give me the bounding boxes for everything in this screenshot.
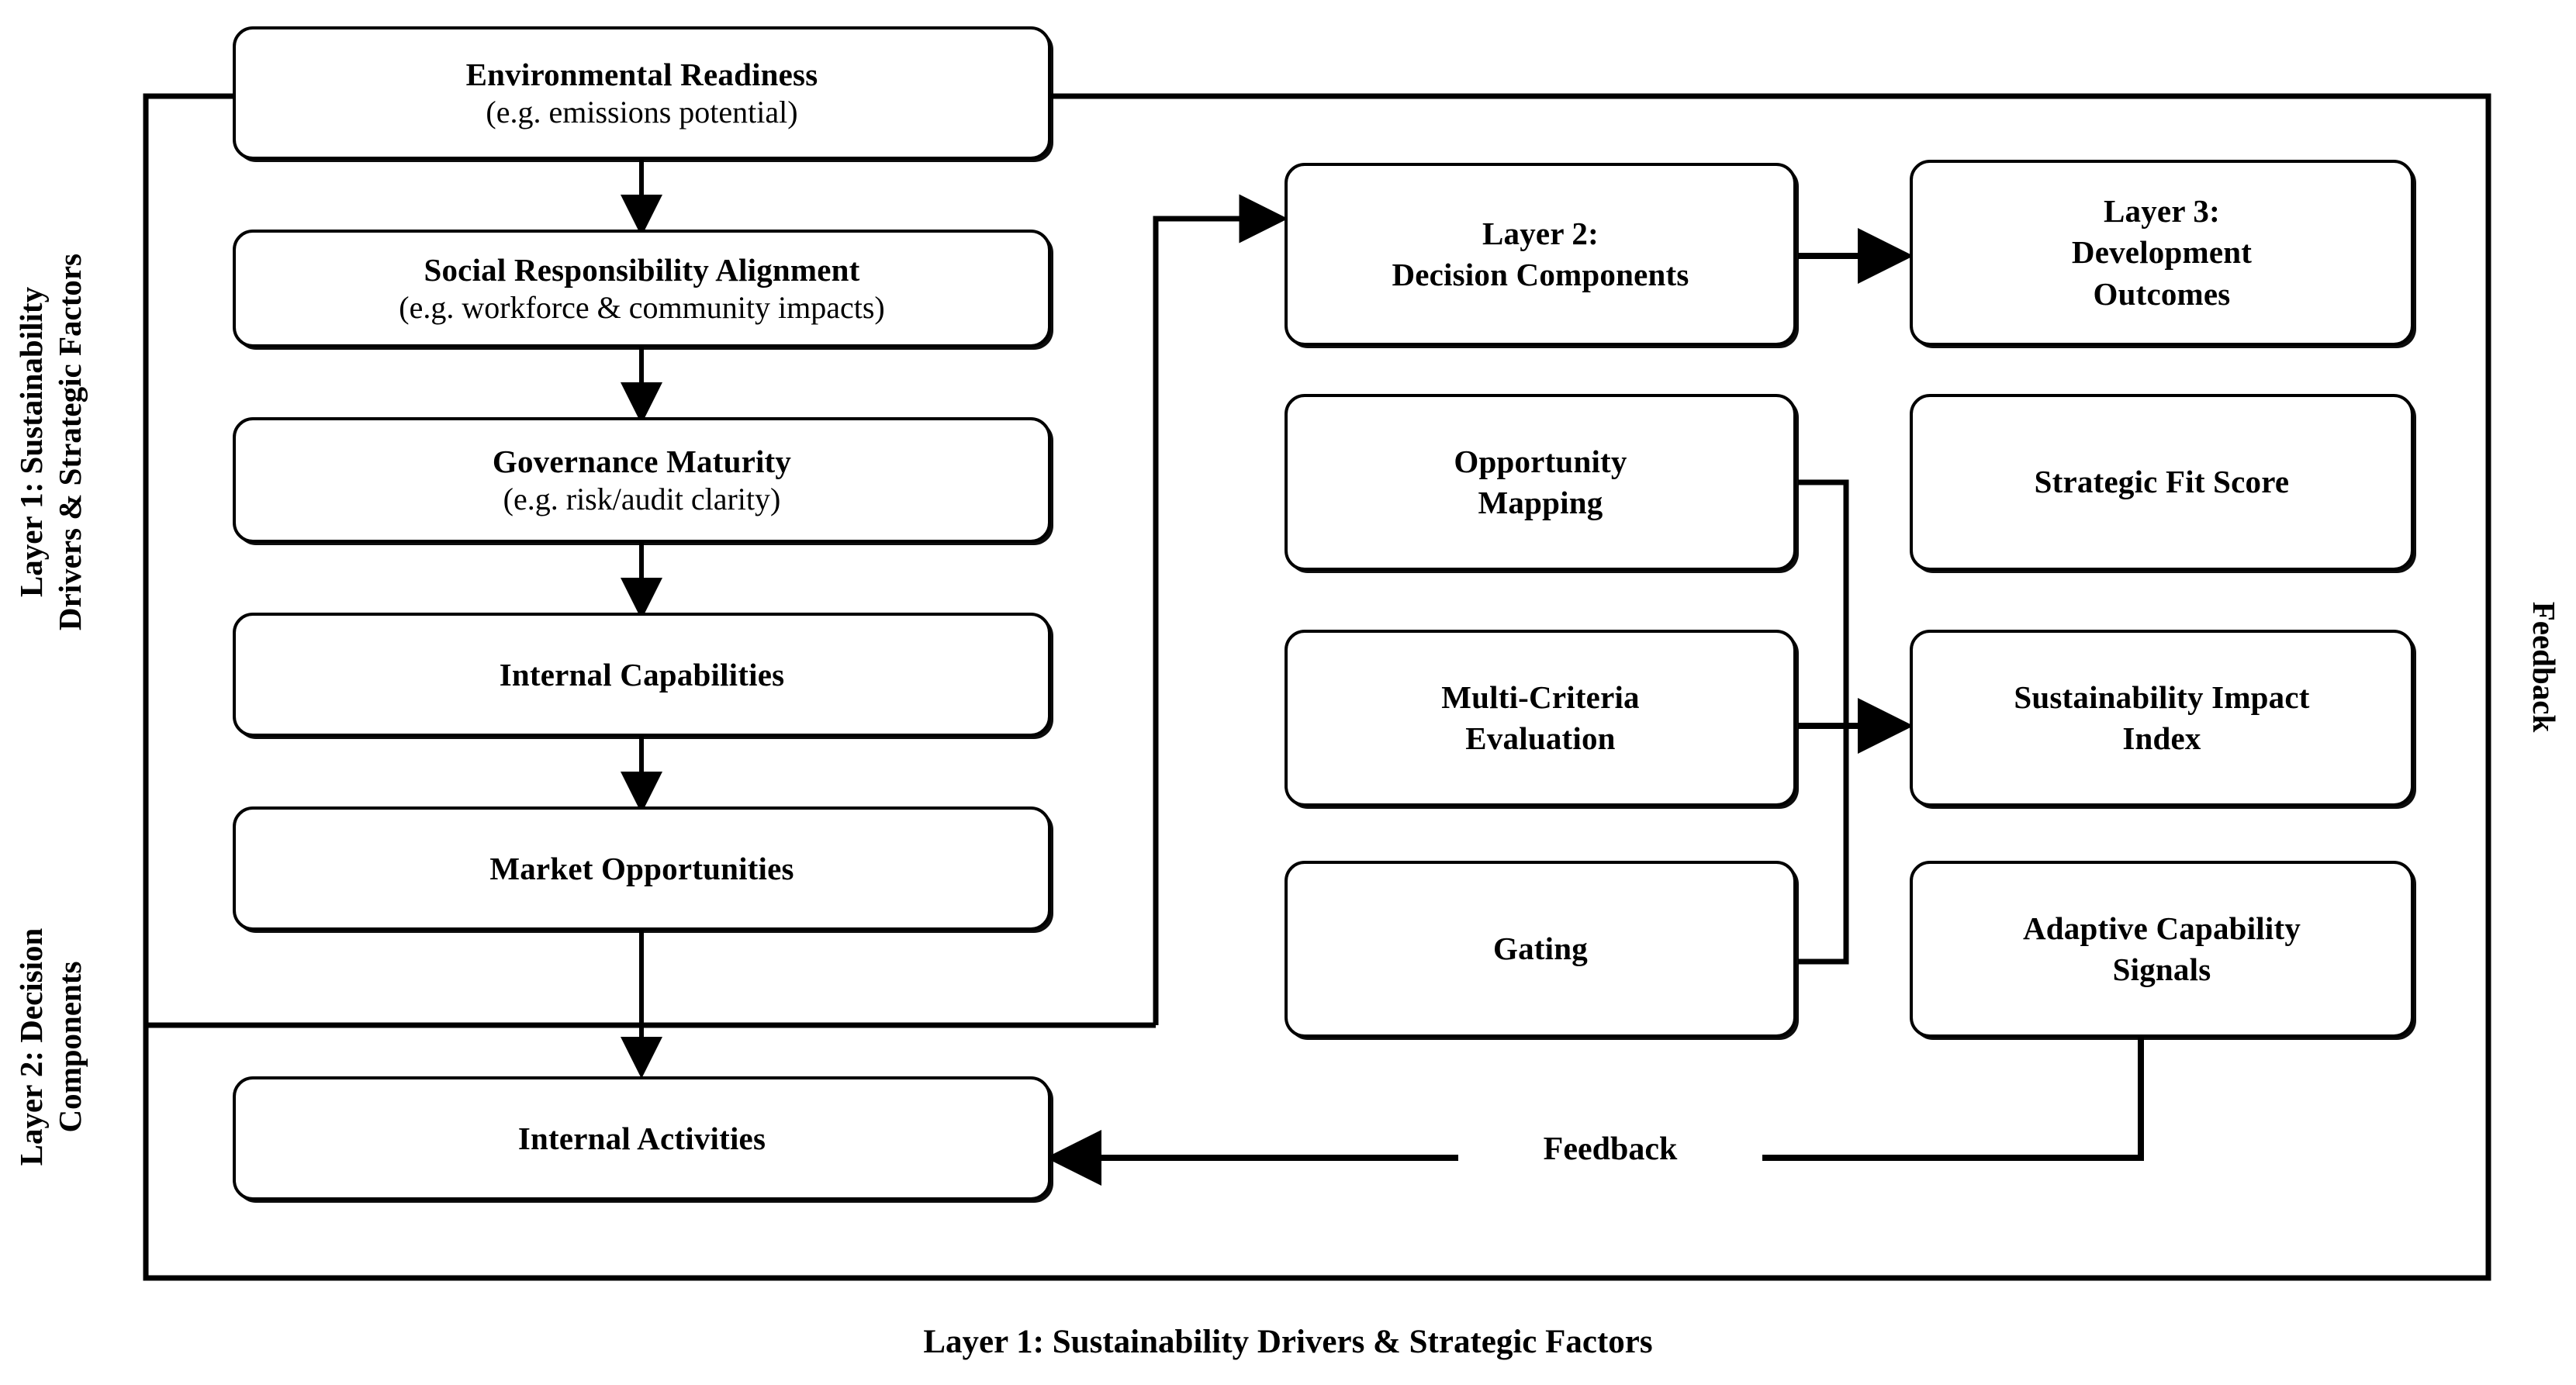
node-layer2-decision-components[interactable]: Layer 2: Decision Components (1285, 163, 1796, 346)
node-social-responsibility-alignment[interactable]: Social Responsibility Alignment (e.g. wo… (233, 230, 1051, 347)
node-title: Environmental Readiness (465, 57, 818, 93)
node-gating[interactable]: Gating (1285, 861, 1796, 1038)
node-subtitle: (e.g. emissions potential) (486, 94, 798, 130)
edge-label-feedback: Feedback (1458, 1131, 1762, 1168)
node-title: Layer 3: Development Outcomes (2071, 193, 2253, 312)
node-title: Social Responsibility Alignment (424, 252, 860, 288)
node-environmental-readiness[interactable]: Environmental Readiness (e.g. emissions … (233, 26, 1051, 160)
node-multi-criteria-evaluation[interactable]: Multi-Criteria Evaluation (1285, 630, 1796, 806)
node-title: Governance Maturity (492, 444, 792, 480)
node-title: Opportunity Mapping (1454, 443, 1627, 520)
node-governance-maturity[interactable]: Governance Maturity (e.g. risk/audit cla… (233, 417, 1051, 543)
node-title: Multi-Criteria Evaluation (1441, 679, 1640, 756)
node-strategic-fit-score[interactable]: Strategic Fit Score (1910, 394, 2414, 571)
side-label-layer2: Layer 2: Decision Components (12, 927, 88, 1166)
node-internal-capabilities[interactable]: Internal Capabilities (233, 613, 1051, 737)
node-title: Gating (1493, 931, 1588, 967)
side-label-layer1: Layer 1: Sustainability Drivers & Strate… (12, 253, 88, 631)
node-sustainability-impact-index[interactable]: Sustainability Impact Index (1910, 630, 2414, 806)
feedback-arrow (1046, 1038, 2144, 1186)
node-layer3-development-outcomes[interactable]: Layer 3: Development Outcomes (1910, 160, 2414, 346)
side-label-feedback: Feedback (2526, 601, 2563, 733)
node-adaptive-capability-signals[interactable]: Adaptive Capability Signals (1910, 861, 2414, 1038)
node-market-opportunities[interactable]: Market Opportunities (233, 806, 1051, 931)
node-subtitle: (e.g. workforce & community impacts) (399, 289, 885, 325)
node-title: Internal Capabilities (499, 656, 785, 692)
connector-opportunity-bracket (1798, 479, 1849, 965)
node-title: Sustainability Impact Index (2014, 679, 2310, 756)
diagram-caption: Layer 1: Sustainability Drivers & Strate… (923, 1324, 1653, 1360)
node-opportunity-mapping[interactable]: Opportunity Mapping (1285, 394, 1796, 571)
node-title: Internal Activities (517, 1120, 766, 1156)
node-title: Layer 2: Decision Components (1392, 215, 1689, 292)
node-title: Adaptive Capability Signals (2022, 910, 2301, 987)
layer1-frame (143, 93, 2491, 1281)
node-subtitle: (e.g. risk/audit clarity) (503, 481, 781, 516)
node-title: Strategic Fit Score (2034, 464, 2290, 500)
node-internal-activities[interactable]: Internal Activities (233, 1076, 1051, 1200)
node-title: Market Opportunities (489, 850, 794, 886)
arrow-divider-to-layer2 (1153, 194, 1288, 1025)
